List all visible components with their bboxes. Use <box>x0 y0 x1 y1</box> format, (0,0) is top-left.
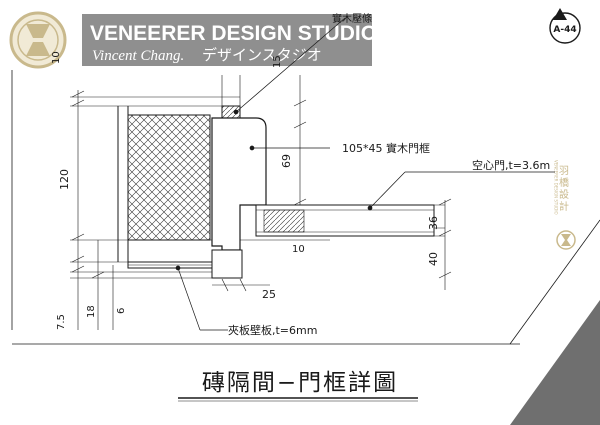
dim-25: 25 <box>262 288 276 301</box>
dim-7-5: 7.5 <box>56 314 67 330</box>
brand-tagline-jp: デザインスタジオ <box>202 46 322 64</box>
corner-wedge <box>510 300 600 425</box>
brick-wall <box>127 114 211 241</box>
brand-tagline: Vincent Chang. <box>92 48 184 64</box>
dim-120: 120 <box>58 169 71 190</box>
dim-36: 36 <box>427 216 440 230</box>
dim-6: 6 <box>116 308 127 314</box>
dim-10-top: 10 <box>51 51 62 64</box>
dim-18: 18 <box>86 305 97 318</box>
label-plywood-panel: 夾板壁板,t=6mm <box>228 323 317 337</box>
frame-base <box>211 249 243 279</box>
dim-69: 69 <box>280 154 293 168</box>
seal-english: VENEERER DESIGN STUDIO <box>554 160 559 215</box>
dimension-lines <box>71 75 452 330</box>
frame-lines <box>11 70 600 345</box>
sheet-number: A-44 <box>553 25 576 35</box>
studio-logo <box>9 11 67 69</box>
drawing-title: 磚隔間−門框詳圖 <box>202 370 398 396</box>
brand-banner <box>82 14 372 66</box>
north-arrow-icon <box>553 8 567 20</box>
dim-40: 40 <box>427 252 440 266</box>
dim-15: 15 <box>272 55 283 68</box>
label-door-frame: 105*45 實木門框 <box>342 141 430 155</box>
leaders <box>175 17 555 331</box>
seal-hourglass-icon <box>561 234 571 246</box>
dim-10-mid: 10 <box>292 244 305 255</box>
sheet-badge: A-44 <box>549 8 581 44</box>
side-seal: 羽橋設計 VENEERER DESIGN STUDIO <box>554 160 576 250</box>
brand-name: VENEERER DESIGN STUDIO. <box>90 22 383 45</box>
label-solid-wood-strip: 實木壓條 <box>332 12 372 25</box>
seal-name: 羽橋設計 <box>557 165 569 213</box>
label-hollow-door: 空心門,t=3.6m <box>472 158 550 172</box>
